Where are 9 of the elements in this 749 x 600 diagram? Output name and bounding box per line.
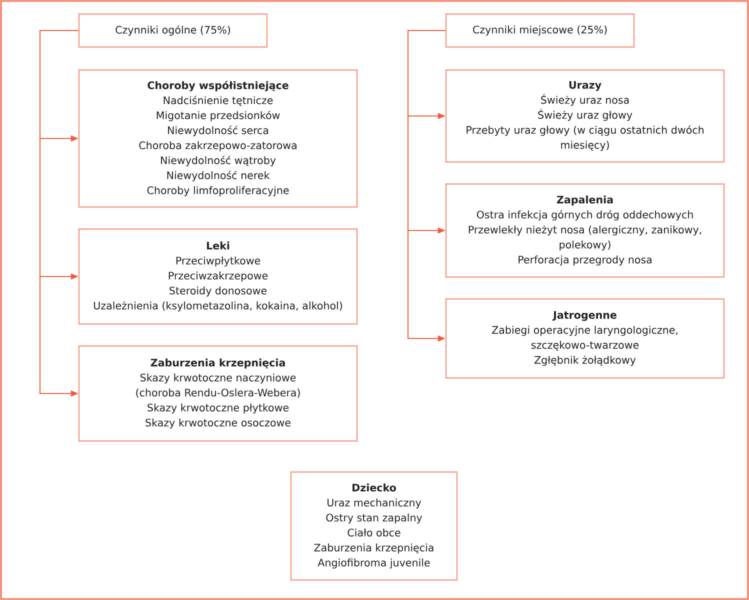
- category-box: Leki Przeciwpłytkowe Przeciwzakrzepowe Steroidy donosowe Uzależnienia (ksylometazolina, kokaina, alkohol): [78, 228, 358, 325]
- category-box: Urazy Świeży uraz nosa Świeży uraz głowy Przebyty uraz głowy (w ciągu ostatnich dwóch miesięcy): [445, 69, 725, 163]
- heading-box: Czynniki miejscowe (25%): [445, 13, 635, 48]
- category-box: Dziecko Uraz mechaniczny Ostry stan zapalny Ciało obce Zaburzenia krzepnięcia Angiofibroma juvenile: [290, 471, 458, 581]
- heading-box: Czynniki ogólne (75%): [78, 13, 268, 48]
- category-box: Jatrogenne Zabiegi operacyjne laryngologiczne, szczękowo-twarzowe Zgłębnik żołądkowy: [445, 298, 725, 379]
- category-box: Zapalenia Ostra infekcja górnych dróg oddechowych Przewlekły nieżyt nosa (alergiczny, zanikowy, polekowy) Perforacja przegrody nosa: [445, 183, 725, 278]
- category-box: Choroby współistniejące Nadciśnienie tętnicze Migotanie przedsionków Niewydolność serca Choroba zakrzepowo-zatorowa Niewydolność wątroby Niewydolność nerek Choroby limfoproliferacyjne: [78, 69, 358, 208]
- category-box: Zaburzenia krzepnięcia Skazy krwotoczne naczyniowe (choroba Rendu-Oslera-Webera) Skazy krwotoczne płytkowe Skazy krwotoczne osoczowe: [78, 345, 358, 442]
